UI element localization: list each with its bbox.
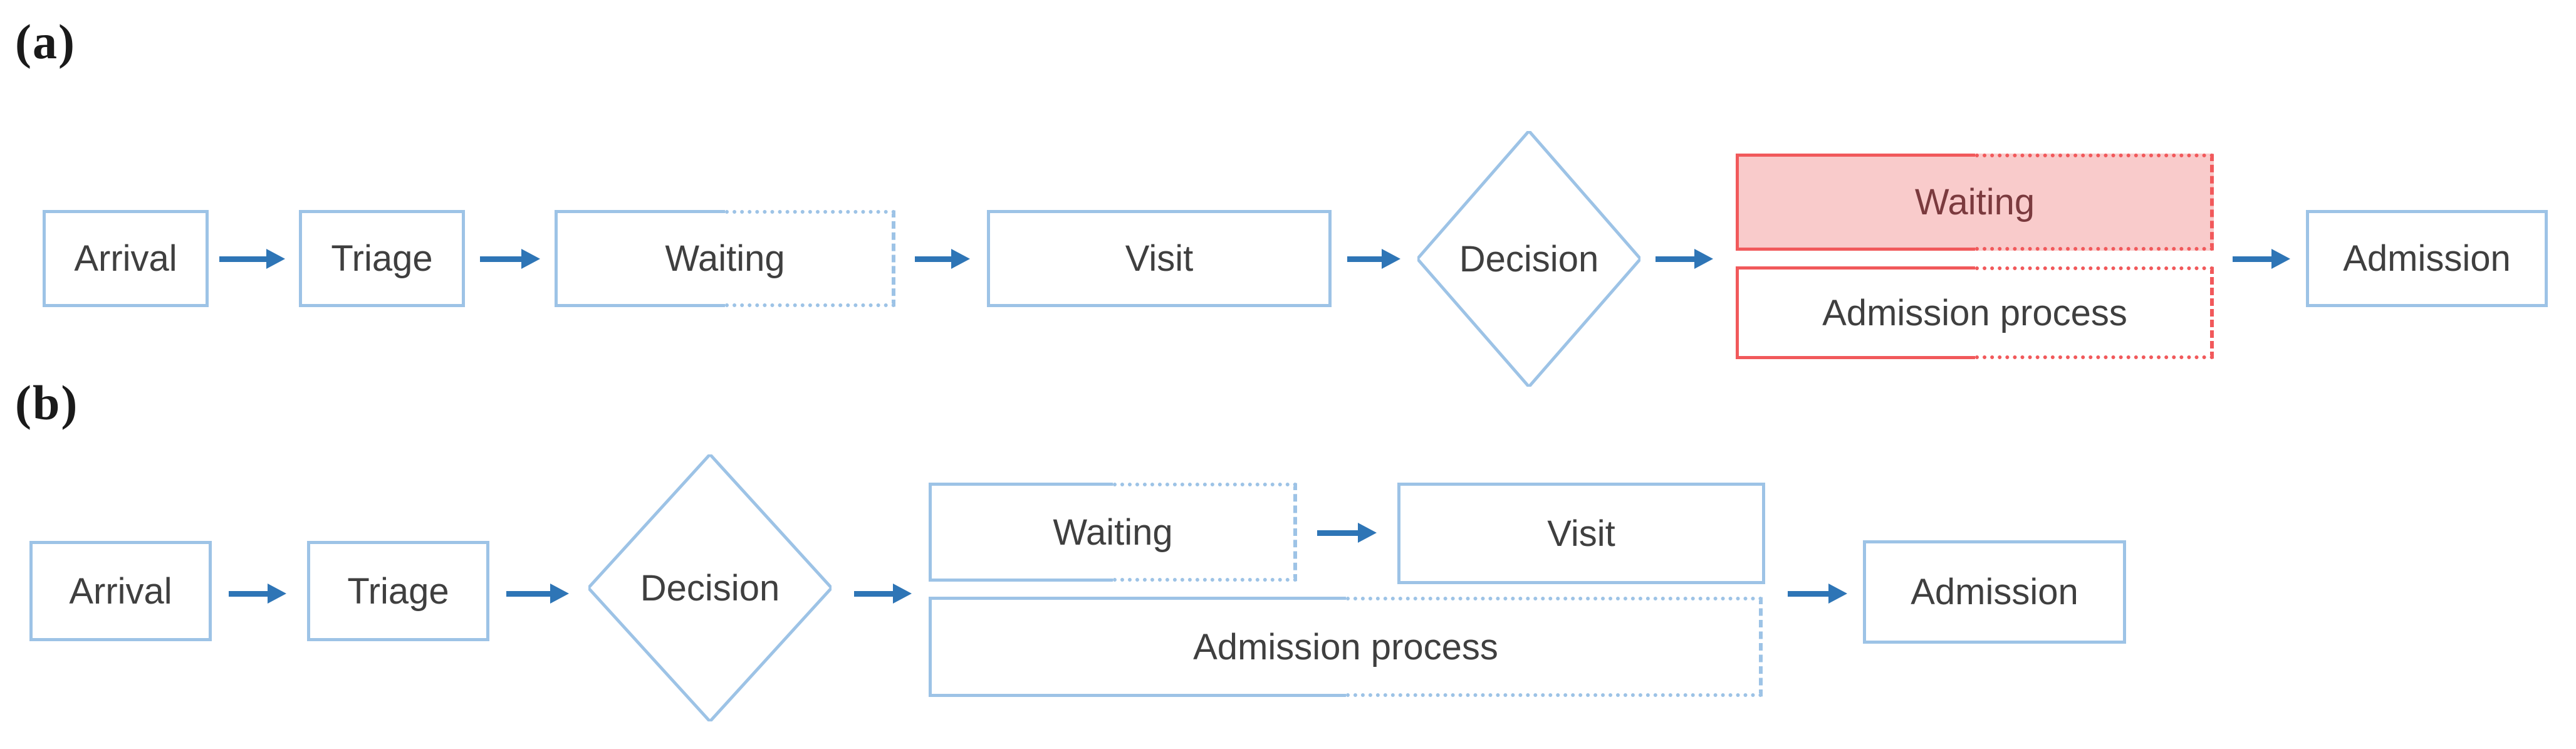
node-a-arrival-label: Arrival	[74, 238, 177, 279]
node-b-admission-process: Admission process	[929, 597, 1763, 697]
arrow-head-icon	[521, 249, 540, 269]
arrow-a-visit-decision	[1347, 249, 1400, 269]
node-a-visit-label: Visit	[1125, 238, 1194, 279]
diamond-shape	[588, 454, 832, 721]
arrow-head-icon	[268, 584, 286, 604]
box-dotted-part	[1974, 266, 2214, 359]
arrow-head-icon	[1382, 249, 1400, 269]
node-a-decision: Decision	[1417, 131, 1640, 387]
arrow-head-icon	[1828, 584, 1847, 604]
node-a-waiting-admitted: Waiting	[1736, 154, 2214, 251]
arrow-shaft	[1788, 591, 1832, 597]
arrow-a-triage-waiting	[480, 249, 540, 269]
node-b-admission: Admission	[1863, 540, 2126, 644]
box-solid-part	[929, 483, 1113, 582]
arrow-head-icon	[266, 249, 285, 269]
arrow-a-arrival-triage	[219, 249, 285, 269]
arrow-shaft	[1317, 530, 1362, 536]
node-b-triage-label: Triage	[347, 570, 449, 612]
node-a-admission: Admission	[2306, 210, 2548, 307]
node-a-waiting-admitted-label: Waiting	[1914, 182, 2035, 223]
arrow-b-decision-waiting	[854, 584, 912, 604]
node-b-admission-process-label: Admission process	[1193, 626, 1498, 668]
panel-a-label: (a)	[15, 14, 76, 69]
arrow-head-icon	[893, 584, 912, 604]
arrow-head-icon	[1358, 523, 1377, 543]
box-solid-part	[555, 210, 725, 307]
arrow-head-icon	[550, 584, 569, 604]
node-b-visit-label: Visit	[1547, 513, 1615, 554]
arrow-shaft	[219, 256, 270, 262]
node-b-decision-label: Decision	[640, 567, 780, 609]
arrow-shaft	[1347, 256, 1385, 262]
node-b-arrival-label: Arrival	[69, 570, 172, 612]
arrow-b-triage-decision	[506, 584, 569, 604]
box-dotted-part	[1345, 597, 1763, 697]
box-solid-part	[929, 597, 1346, 697]
node-a-triage-label: Triage	[331, 238, 433, 279]
arrow-shaft	[506, 591, 554, 597]
box-dotted-part	[725, 210, 895, 307]
arrow-a-to-admission	[2233, 249, 2290, 269]
arrow-shaft	[854, 591, 897, 597]
diamond-shape	[1417, 131, 1640, 387]
panel-b-label: (b)	[15, 375, 79, 430]
box-dotted-part	[1113, 483, 1297, 582]
node-a-visit: Visit	[987, 210, 1332, 307]
node-a-decision-label: Decision	[1459, 238, 1599, 280]
node-a-triage: Triage	[299, 210, 465, 307]
box-solid-part	[1736, 154, 1975, 251]
node-b-admission-label: Admission	[1911, 572, 2078, 612]
arrow-b-to-admission	[1788, 584, 1847, 604]
node-a-admission-label: Admission	[2343, 238, 2511, 279]
arrow-b-waiting-visit	[1317, 523, 1377, 543]
arrow-shaft	[2233, 256, 2275, 262]
arrow-shaft	[480, 256, 525, 262]
arrow-b-arrival-triage	[229, 584, 286, 604]
arrow-shaft	[915, 256, 955, 262]
node-a-admission-process: Admission process	[1736, 266, 2214, 359]
node-b-visit: Visit	[1397, 483, 1765, 584]
box-solid-part	[1736, 266, 1975, 359]
arrow-head-icon	[1694, 249, 1713, 269]
arrow-a-waiting-visit	[915, 249, 970, 269]
node-a-waiting: Waiting	[555, 210, 895, 307]
node-b-arrival: Arrival	[29, 541, 212, 641]
node-a-arrival: Arrival	[43, 210, 209, 307]
arrow-a-decision-waiting2	[1656, 249, 1713, 269]
node-b-decision: Decision	[588, 454, 832, 721]
arrow-head-icon	[951, 249, 970, 269]
node-b-waiting-label: Waiting	[1053, 511, 1173, 553]
node-a-admission-process-label: Admission process	[1822, 292, 2127, 333]
node-a-waiting-label: Waiting	[665, 238, 785, 279]
node-b-triage: Triage	[307, 541, 489, 641]
arrow-shaft	[1656, 256, 1698, 262]
arrow-head-icon	[2271, 249, 2290, 269]
node-b-waiting: Waiting	[929, 483, 1297, 582]
box-dotted-part	[1974, 154, 2214, 251]
arrow-shaft	[229, 591, 271, 597]
